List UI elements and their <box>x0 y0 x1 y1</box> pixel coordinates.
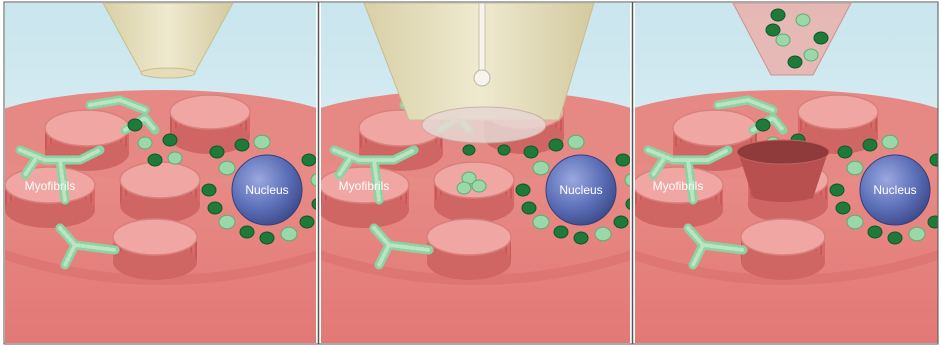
mitochondrion-light <box>595 227 611 241</box>
mitochondrion-dark <box>830 184 844 196</box>
mitochondrion-dark <box>554 226 568 238</box>
mitochondrion-light <box>882 135 898 149</box>
myofibril <box>434 162 514 223</box>
mitochondrion-light <box>909 227 925 241</box>
myofibrils-label: Myofibrils <box>653 179 704 193</box>
mitochondrion-dark <box>766 24 780 36</box>
mitochondrion-light <box>138 137 152 149</box>
mitochondrion-light <box>568 135 584 149</box>
crater-opening <box>737 140 829 164</box>
mitochondrion-dark <box>516 184 530 196</box>
mitochondrion-dark <box>756 119 770 131</box>
mitochondrion-dark <box>788 56 802 68</box>
mitochondrion-dark <box>574 232 588 244</box>
myofibril-top <box>120 162 200 198</box>
mitochondrion-dark <box>260 232 274 244</box>
mitochondrion-light <box>219 215 235 229</box>
mitochondrion-light <box>457 182 471 194</box>
mitochondrion-dark <box>163 134 177 146</box>
mitochondrion-light <box>281 227 297 241</box>
mitochondrion-dark <box>148 154 162 166</box>
mitochondrion-light <box>219 161 235 175</box>
mitochondrion-dark <box>836 202 850 214</box>
myofibril-top <box>170 95 250 129</box>
mitochondrion-dark <box>240 226 254 238</box>
myofibril-top <box>427 219 511 255</box>
mitochondrion-light <box>776 34 790 46</box>
mitochondrion-dark <box>616 154 630 166</box>
panel-2: Nucleus Myofibrils <box>281 3 669 347</box>
mitochondrion-dark <box>210 146 224 158</box>
mitochondrion-light <box>254 135 270 149</box>
mitochondrion-light <box>804 49 818 61</box>
mitochondrion-dark <box>928 216 942 228</box>
myofibril <box>120 162 200 223</box>
mitochondrion-dark <box>868 226 882 238</box>
mitochondrion-dark <box>930 154 942 166</box>
mitochondrion-dark <box>463 145 475 155</box>
pipette-seal <box>422 107 546 143</box>
myofibril <box>741 219 825 280</box>
mitochondrion-dark <box>614 216 628 228</box>
mitochondrion-dark <box>498 145 510 155</box>
mitochondrion-dark <box>771 9 785 21</box>
mitochondrion-light <box>533 161 549 175</box>
myofibrils-label: Myofibrils <box>25 179 76 193</box>
nucleus-label: Nucleus <box>559 183 602 197</box>
myofibril-top <box>45 110 129 146</box>
mitochondrion-dark <box>235 139 249 151</box>
stylus-shaft <box>479 3 485 73</box>
myofibrils-label: Myofibrils <box>339 179 390 193</box>
myofibril-top <box>113 219 197 255</box>
myofibril <box>113 219 197 280</box>
mitochondrion-dark <box>300 216 314 228</box>
myofibril-top <box>798 95 878 129</box>
panel-1: Nucleus Myofibrils <box>0 3 356 347</box>
myofibril <box>427 219 511 280</box>
mitochondrion-dark <box>522 202 536 214</box>
myofibril <box>5 167 95 228</box>
nucleus-label: Nucleus <box>873 183 916 197</box>
mitochondrion-dark <box>838 146 852 158</box>
mitochondrion-light <box>796 14 810 26</box>
mitochondrion-dark <box>863 139 877 151</box>
mitochondrion-dark <box>128 119 142 131</box>
mitochondrion-dark <box>202 184 216 196</box>
mitochondrion-dark <box>208 202 222 214</box>
myofibril <box>319 167 409 228</box>
mitochondrion-light <box>472 180 486 192</box>
mitochondrion-dark <box>549 139 563 151</box>
mitochondrion-light <box>533 215 549 229</box>
myofibril <box>633 167 723 228</box>
panel-3: Nucleus Myofibrils <box>596 3 942 347</box>
mitochondrion-light <box>847 215 863 229</box>
mitochondrion-dark <box>888 232 902 244</box>
stylus-ball <box>474 70 490 86</box>
myofibril-top <box>673 110 757 146</box>
mitochondrion-dark <box>302 154 316 166</box>
myofibril-top <box>741 219 825 255</box>
mitochondrion-light <box>168 152 182 164</box>
pipette-opening <box>141 68 195 78</box>
mitochondrion-light <box>847 161 863 175</box>
mitochondrion-dark <box>814 32 828 44</box>
mitochondrion-dark <box>524 146 538 158</box>
nucleus-label: Nucleus <box>245 183 288 197</box>
